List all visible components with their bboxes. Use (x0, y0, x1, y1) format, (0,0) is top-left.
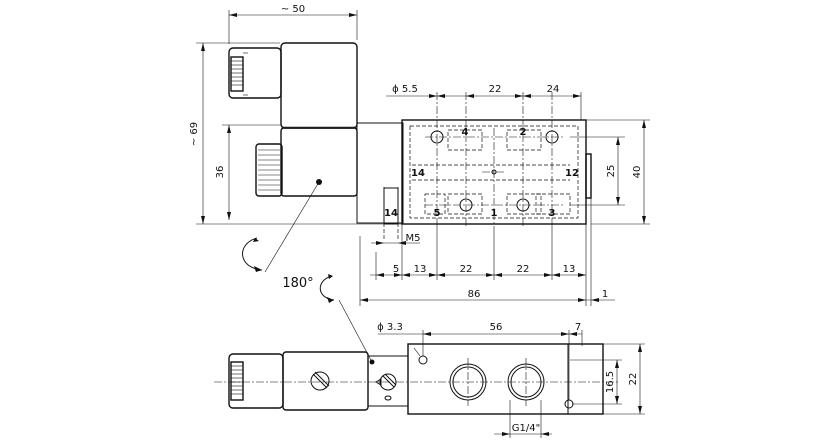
rotation-arrow-icon (242, 237, 263, 271)
bottom-valve-body (407, 343, 604, 415)
dim-bottom-height: 16.5 (605, 371, 616, 393)
dim-body-height: 40 (632, 166, 643, 179)
dim-port-height: 25 (606, 165, 617, 178)
dim-thread: G1/4" (512, 423, 540, 434)
mount-hole-bottom-left (418, 355, 428, 365)
dim-bottom-13-right: 13 (563, 264, 576, 275)
dim-bottom-13-left: 13 (414, 264, 427, 275)
dim-pilot-thread: M5 (406, 233, 421, 244)
coil-body (280, 127, 358, 197)
dim-mount-spacing: 56 (490, 322, 503, 333)
dim-end-offset: 1 (602, 289, 608, 300)
bottom-coil-body (282, 351, 369, 411)
dim-total-length: 86 (468, 289, 481, 300)
port-label-12: 12 (565, 168, 579, 179)
coil-connector-cap (230, 56, 244, 92)
dim-port-spacing-22: 22 (489, 84, 502, 95)
rotation-arrow-small-icon (319, 275, 335, 301)
dim-port-spacing-24: 24 (547, 84, 560, 95)
bottom-view: ϕ 3.3 56 7 16.5 22 G1/4" (214, 322, 645, 438)
bottom-coil-dot (369, 359, 375, 365)
dim-bottom-width: 22 (628, 373, 639, 386)
coil-housing (280, 42, 358, 129)
port-label-2: 2 (520, 127, 527, 138)
dim-overall-width: ~ 50 (281, 4, 305, 15)
screw-coil-icon (310, 371, 330, 391)
port-label-3: 3 (549, 208, 556, 219)
coil-lower-connector (255, 143, 283, 197)
armature-tube (356, 122, 404, 224)
pilot-cap-right (585, 153, 592, 199)
dim-bottom-5: 5 (393, 264, 399, 275)
dim-hole-diameter-bottom: ϕ 3.3 (377, 322, 403, 333)
port-label-14-top: 14 (411, 168, 425, 179)
rotation-label: 180° (282, 276, 313, 291)
dim-mount-offset: 7 (575, 322, 581, 333)
port-label-5: 5 (434, 208, 441, 219)
port-label-14-bottom: 14 (384, 208, 398, 219)
port-label-4: 4 (462, 127, 469, 138)
port-label-1: 1 (491, 208, 498, 219)
dim-coil-height: 36 (215, 166, 226, 179)
top-view: 4 2 14 12 14 5 1 3 ~ 50 ~ 69 36 ϕ 5.5 22… (189, 4, 650, 306)
mount-hole-bottom-right (564, 399, 574, 409)
dim-overall-height: ~ 69 (189, 122, 200, 146)
dim-bottom-22-left: 22 (460, 264, 473, 275)
dim-bottom-22-right: 22 (517, 264, 530, 275)
dim-hole-diameter-top: ϕ 5.5 (392, 84, 418, 95)
